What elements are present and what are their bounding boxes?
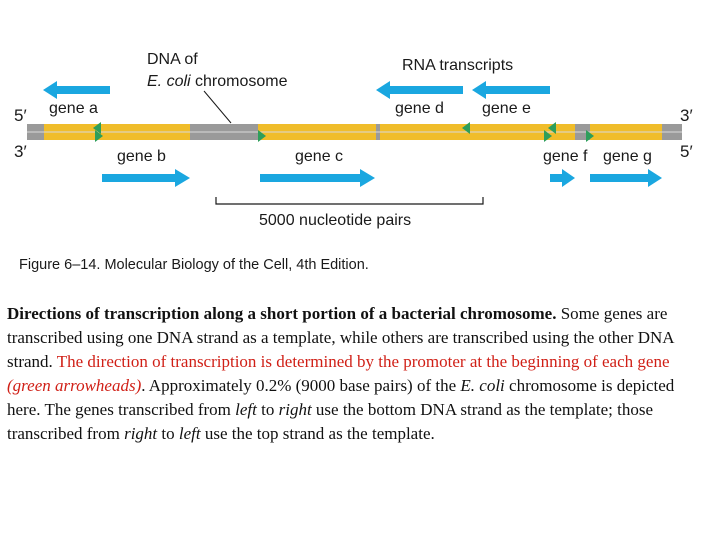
caption-ecoli: E. coli [460,376,505,395]
caption-red-text: The direction of transcription is determ… [56,352,670,371]
gene-label-b: gene b [117,148,166,165]
transcript-arrow-g [590,169,662,187]
gene-label-d: gene d [395,100,444,117]
promoter-arrowhead-d [462,122,470,134]
caption-left1: left [235,400,257,419]
transcript-arrow-c [260,169,375,187]
transcript-arrow-f [550,169,575,187]
caption-part4: use the bottom DNA strand as the templat… [7,400,654,443]
caption-part3: chromosome is depicted here. The genes t… [7,376,675,419]
figure-credit: Figure 6–14. Molecular Biology of the Ce… [19,257,369,273]
chromosome-diagram: 5′ 3′ 3′ 5′ DNA of E. coli chromosome RN… [14,51,693,273]
dna-pointer-line [203,90,232,124]
promoter-arrowhead-e [548,122,556,134]
chromosome-word: chromosome [191,73,288,90]
gene-label-c: gene c [295,148,343,165]
promoter-arrowhead-g [586,130,594,142]
gene-label-f: gene f [543,148,588,165]
caption-right1: right [278,400,312,419]
caption-red-italic: (green arrowheads) [7,376,142,395]
promoter-arrowhead-a [93,122,101,134]
caption-title: Directions of transcription along a shor… [7,304,557,323]
caption-to1: to [256,400,279,419]
gene-label-e: gene e [482,100,531,117]
dna-double-strand [27,122,682,142]
promoter-arrowhead-c [258,130,266,142]
scale-label: 5000 nucleotide pairs [259,212,411,229]
caption-part5: use the top strand as the template. [200,424,435,443]
caption-left2: left [178,424,201,443]
scale-bracket [215,197,484,205]
dna-label-line2: E. coli chromosome [147,73,288,90]
dna-label-line1: DNA of [147,51,198,68]
strand-label-top-left: 5′ [14,106,27,125]
transcript-arrow-a [43,81,110,99]
caption-right2: right [124,424,158,443]
transcript-arrow-e [472,81,550,99]
transcript-arrow-d [376,81,463,99]
caption-part1: Some genes are transcribed using one DNA… [7,304,674,371]
caption-part2: . Approximately 0.2% (9000 base pairs) o… [141,376,461,395]
caption-to2: to [157,424,179,443]
strand-label-bottom-right: 5′ [680,142,693,161]
transcript-arrow-b [102,169,190,187]
rna-transcripts-label: RNA transcripts [402,57,513,74]
strand-label-bottom-left: 3′ [14,142,27,161]
gene-label-a: gene a [49,100,98,117]
promoter-arrowhead-b [95,130,103,142]
ecoli-italic: E. coli [147,73,191,90]
gene-label-g: gene g [603,148,652,165]
caption: Directions of transcription along a shor… [7,302,712,446]
promoter-arrowhead-f [544,130,552,142]
strand-label-top-right: 3′ [680,106,693,125]
